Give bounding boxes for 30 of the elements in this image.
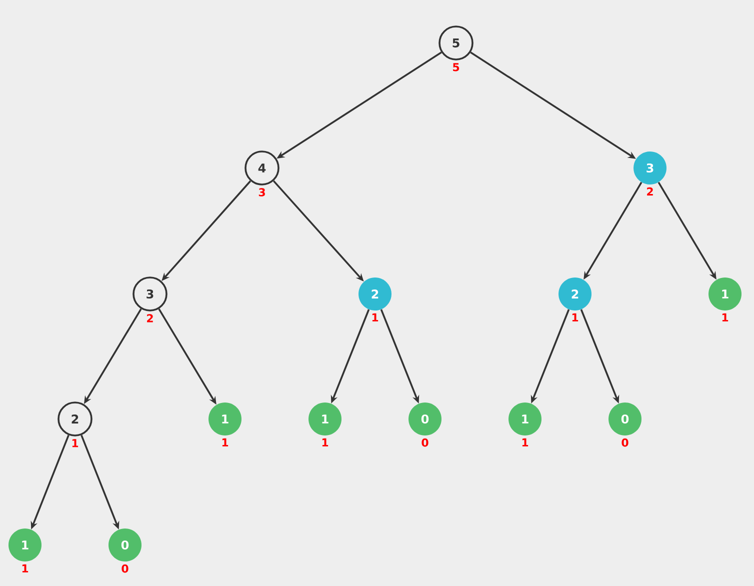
tree-node: 2 [358,278,392,310]
value-label: 3 [258,188,265,196]
tree-node: 1 [508,402,542,436]
tree-node: 1 [708,278,742,310]
tree-node: 1 [8,528,42,562]
value-label: 2 [647,187,653,196]
tree-node: 1 [208,402,242,436]
tree-node: 5 [438,26,474,60]
value-label: 1 [522,438,528,446]
tree-node: 0 [108,528,142,562]
value-label: 0 [422,438,428,447]
value-label: 1 [322,438,328,446]
value-label: 1 [722,313,728,322]
value-label: 1 [222,438,228,446]
value-label: 5 [453,63,460,72]
value-label: 0 [122,564,128,573]
value-label: 1 [372,313,378,322]
tree-node: 3 [132,276,168,312]
tree-node: 1 [308,402,342,436]
value-label: 1 [572,313,578,322]
tree-node: 2 [558,278,592,310]
value-label: 0 [622,438,628,447]
tree-node: 3 [634,152,666,184]
tree-node: 2 [58,402,92,436]
value-label: 2 [147,314,153,322]
tree-node: 0 [608,402,642,436]
tree-node: 4 [244,150,280,186]
value-label: 1 [22,564,28,572]
tree-node: 0 [408,402,442,436]
value-label: 1 [72,439,78,448]
